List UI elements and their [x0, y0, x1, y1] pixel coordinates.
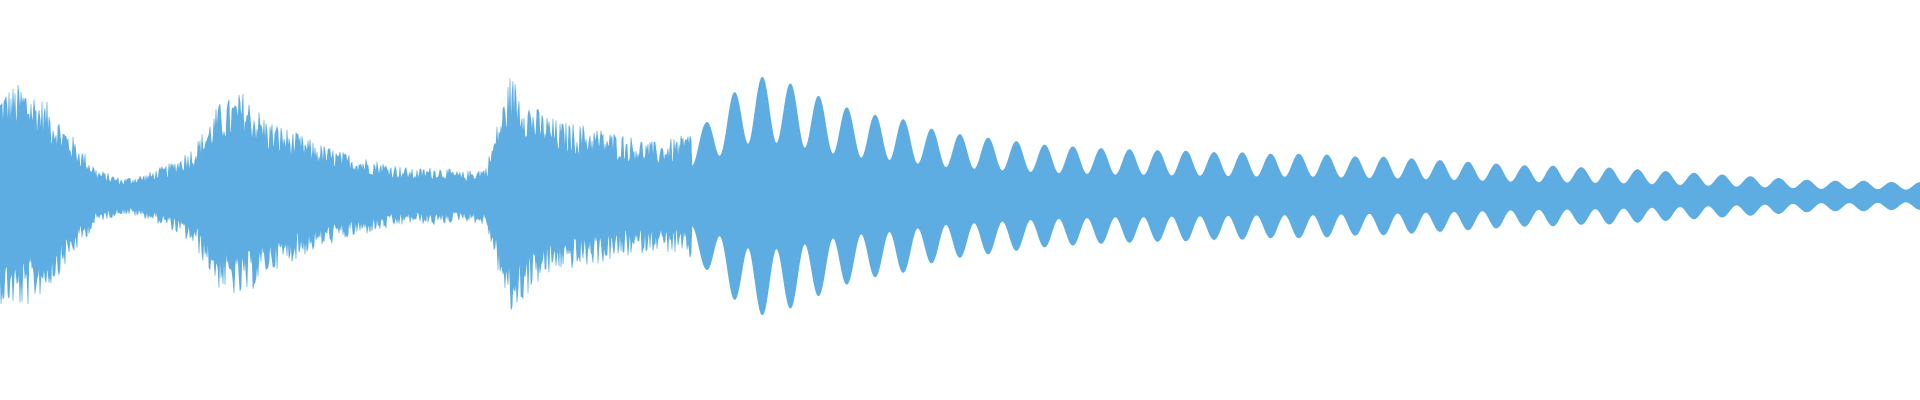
waveform-shape [0, 76, 1920, 316]
